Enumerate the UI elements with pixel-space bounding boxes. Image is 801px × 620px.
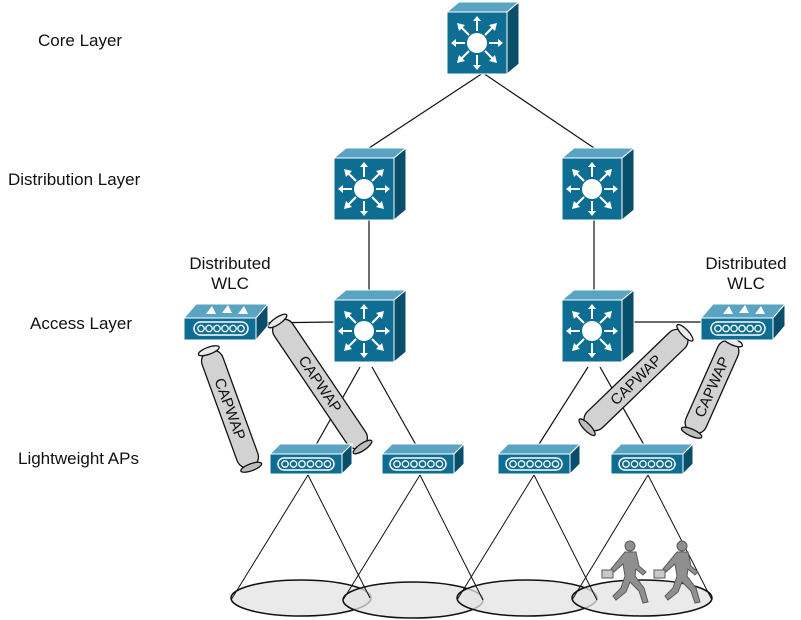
capwap-tunnel-1: CAPWAP [197, 345, 263, 473]
distribution-layer-label: Distribution Layer [8, 170, 141, 189]
distributed-wlc-left-icon [183, 303, 269, 341]
capwap-label-1: CAPWAP [211, 376, 249, 442]
access-switch-right-icon [561, 289, 635, 363]
core-layer-label: Core Layer [38, 31, 123, 50]
right-wlc-label-line1: Distributed [705, 254, 787, 273]
network-links [257, 72, 705, 453]
lightweight-ap-3-icon [497, 443, 581, 475]
left-wlc-label-line2: WLC [211, 274, 249, 293]
distribution-switch-left-icon [333, 147, 407, 221]
left-wlc-label: Distributed WLC [170, 254, 290, 294]
left-wlc-label-line1: Distributed [189, 254, 271, 273]
coverage-lines [230, 474, 713, 601]
right-wlc-label: Distributed WLC [686, 254, 801, 294]
distributed-wlc-right-icon [700, 303, 786, 341]
lightweight-ap-2-icon [381, 443, 465, 475]
lightweight-ap-4-icon [610, 443, 694, 475]
distribution-switch-right-icon [561, 147, 635, 221]
lightweight-aps-label: Lightweight APs [18, 449, 139, 468]
lightweight-ap-1-icon [269, 443, 353, 475]
right-wlc-label-line2: WLC [727, 274, 765, 293]
access-switch-left-icon [333, 289, 407, 363]
core-switch-icon [446, 1, 520, 75]
access-layer-label: Access Layer [30, 314, 133, 333]
capwap-tunnel-4: CAPWAP [680, 335, 744, 439]
